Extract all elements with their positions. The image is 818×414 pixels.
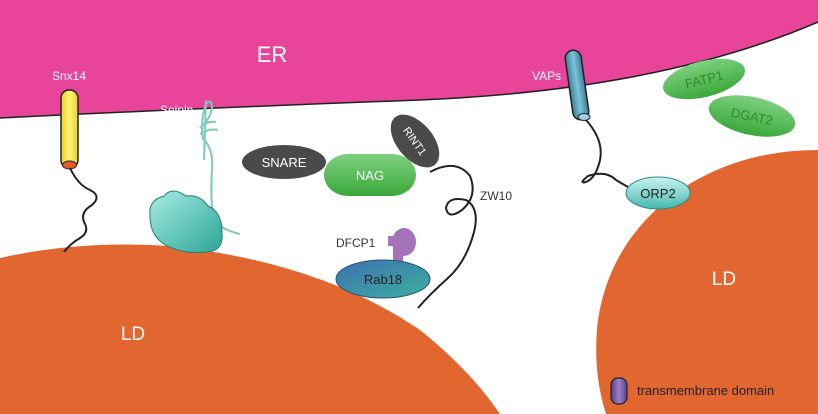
seipin-protein <box>149 99 241 253</box>
snx14-protein <box>60 89 98 253</box>
dfcp1-protein <box>388 228 416 261</box>
snx14-label: Snx14 <box>52 69 86 83</box>
orp2-protein <box>625 176 691 210</box>
rab18-protein <box>335 259 431 299</box>
dfcp1-label: DFCP1 <box>336 236 376 250</box>
dgat2-protein <box>708 95 796 137</box>
er-label: ER <box>257 42 288 67</box>
snare-protein <box>242 145 326 179</box>
nag-protein <box>324 154 416 196</box>
ld-right-label: LD <box>712 269 736 290</box>
zw10-linker <box>417 165 477 309</box>
fatp1-protein <box>663 58 745 100</box>
er-membrane <box>0 0 818 118</box>
lipid-droplet-left <box>0 244 500 414</box>
orp2-label: ORP2 <box>640 186 675 201</box>
ld-left-label: LD <box>121 324 145 345</box>
legend: transmembrane domain <box>610 377 774 405</box>
seipin-linker <box>203 139 241 235</box>
seipin-body <box>149 190 223 253</box>
seipin-transmembrane-loops <box>199 99 219 161</box>
rint1-protein <box>390 114 440 168</box>
er-membrane-edge <box>0 21 818 119</box>
lipid-droplet-right <box>596 150 818 414</box>
legend-transmembrane-icon <box>610 377 628 405</box>
vaps-label: VAPs <box>532 69 561 83</box>
legend-transmembrane-label: transmembrane domain <box>637 383 774 398</box>
snx14-tip <box>62 160 77 170</box>
zw10-label: ZW10 <box>480 189 512 203</box>
snx14-linker <box>63 167 98 253</box>
vaps-linker <box>581 119 631 189</box>
rab18-label: Rab18 <box>364 272 402 287</box>
vaps-protein <box>564 49 631 189</box>
snx14-transmembrane <box>60 89 79 169</box>
nag-label: NAG <box>356 168 384 183</box>
snare-label: SNARE <box>262 155 307 170</box>
seipin-label: Seipin <box>160 103 193 117</box>
